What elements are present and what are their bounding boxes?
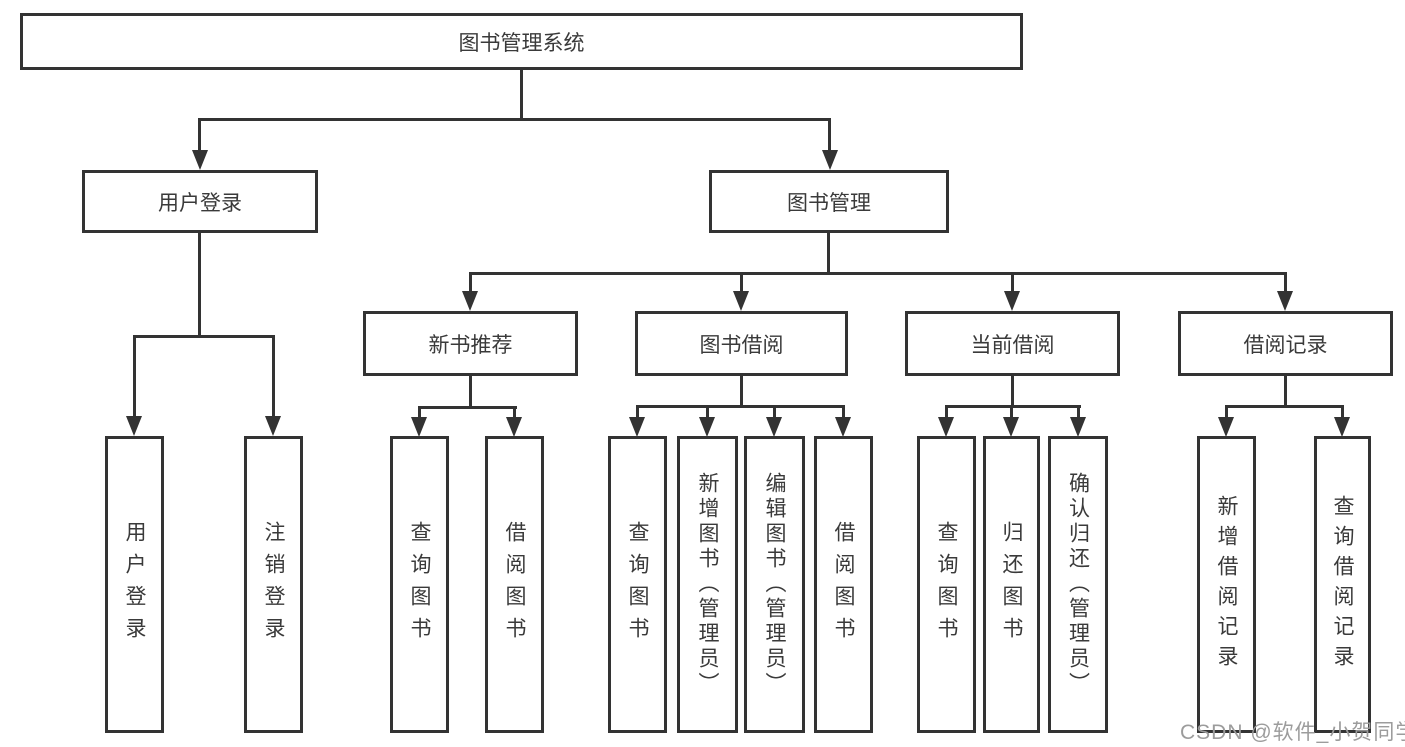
node-borrowing-records: 借阅记录 <box>1178 311 1393 376</box>
connector-line <box>1225 405 1344 408</box>
arrow-down-icon <box>1070 417 1086 437</box>
node-book-management: 图书管理 <box>709 170 949 233</box>
arrow-down-icon <box>629 417 645 437</box>
leaf-borrow-books-recommend: 借阅图书 <box>485 436 544 733</box>
leaf-search-books-borrow-label: 查询图书 <box>626 520 649 649</box>
connector-line <box>740 376 743 405</box>
connector-line <box>773 405 776 419</box>
arrow-down-icon <box>733 291 749 311</box>
node-current-borrowing: 当前借阅 <box>905 311 1120 376</box>
connector-line <box>418 406 517 409</box>
connector-line <box>198 233 201 335</box>
node-new-book-recommend-label: 新书推荐 <box>428 333 513 357</box>
connector-line <box>1225 405 1228 419</box>
node-library-system: 图书管理系统 <box>20 13 1023 70</box>
leaf-return-book: 归还图书 <box>983 436 1040 733</box>
connector-line <box>945 405 948 419</box>
node-user-login: 用户登录 <box>82 170 318 233</box>
leaf-search-books-recommend: 查询图书 <box>390 436 449 733</box>
leaf-edit-book-admin-label: 编辑图书（管理员） <box>763 472 786 697</box>
arrow-down-icon <box>1004 291 1020 311</box>
arrow-down-icon <box>192 150 208 170</box>
arrow-down-icon <box>462 291 478 311</box>
arrow-down-icon <box>766 417 782 437</box>
connector-line <box>636 405 845 408</box>
arrow-down-icon <box>835 417 851 437</box>
connector-line <box>418 406 421 420</box>
connector-line <box>198 118 831 121</box>
leaf-logout-label: 注销登录 <box>262 520 285 649</box>
arrow-down-icon <box>1277 291 1293 311</box>
connector-line <box>272 335 275 418</box>
connector-line <box>133 335 275 338</box>
node-current-borrowing-label: 当前借阅 <box>970 333 1055 357</box>
connector-line <box>1077 405 1080 419</box>
connector-line <box>706 405 709 419</box>
connector-line <box>133 335 136 418</box>
leaf-borrow-books-recommend-label: 借阅图书 <box>503 520 526 649</box>
node-book-management-label: 图书管理 <box>787 191 871 215</box>
node-new-book-recommend: 新书推荐 <box>363 311 578 376</box>
leaf-logout: 注销登录 <box>244 436 303 733</box>
connector-line <box>520 70 523 118</box>
connector-line <box>513 406 516 420</box>
arrow-down-icon <box>1334 417 1350 437</box>
connector-line <box>469 272 472 293</box>
node-library-system-label: 图书管理系统 <box>458 31 585 55</box>
connector-line <box>1010 405 1013 419</box>
arrow-down-icon <box>822 150 838 170</box>
arrow-down-icon <box>938 417 954 437</box>
arrow-down-icon <box>1003 417 1019 437</box>
connector-line <box>945 405 1081 408</box>
leaf-add-borrow-record: 新增借阅记录 <box>1197 436 1256 733</box>
connector-line <box>198 118 201 152</box>
leaf-borrow-books-label: 借阅图书 <box>832 520 855 649</box>
connector-line <box>1011 272 1014 293</box>
leaf-query-borrow-record-label: 查询借阅记录 <box>1331 494 1354 675</box>
connector-line <box>828 118 831 152</box>
arrow-down-icon <box>699 417 715 437</box>
connector-line <box>1011 376 1014 405</box>
leaf-return-book-label: 归还图书 <box>1000 520 1023 649</box>
arrow-down-icon <box>265 416 281 436</box>
leaf-add-book-admin-label: 新增图书（管理员） <box>696 472 719 697</box>
connector-line <box>469 272 1287 275</box>
leaf-confirm-return-admin: 确认归还（管理员） <box>1048 436 1108 733</box>
node-user-login-label: 用户登录 <box>158 191 242 215</box>
leaf-search-books-current-label: 查询图书 <box>935 520 958 649</box>
arrow-down-icon <box>126 416 142 436</box>
connector-line <box>1284 376 1287 405</box>
leaf-search-books-recommend-label: 查询图书 <box>408 520 431 649</box>
leaf-query-borrow-record: 查询借阅记录 <box>1314 436 1371 733</box>
node-book-borrowing-label: 图书借阅 <box>699 333 784 357</box>
connector-line <box>469 376 472 406</box>
connector-line <box>740 272 743 293</box>
leaf-user-login-label: 用户登录 <box>123 520 146 649</box>
connector-line <box>636 405 639 419</box>
connector-line <box>1341 405 1344 419</box>
leaf-edit-book-admin: 编辑图书（管理员） <box>744 436 805 733</box>
connector-line <box>827 233 830 272</box>
leaf-search-books-borrow: 查询图书 <box>608 436 667 733</box>
leaf-add-book-admin: 新增图书（管理员） <box>677 436 738 733</box>
leaf-add-borrow-record-label: 新增借阅记录 <box>1215 494 1238 675</box>
arrow-down-icon <box>1218 417 1234 437</box>
arrow-down-icon <box>411 417 427 437</box>
connector-line <box>1284 272 1287 293</box>
node-borrowing-records-label: 借阅记录 <box>1243 333 1328 357</box>
leaf-confirm-return-admin-label: 确认归还（管理员） <box>1066 472 1090 697</box>
node-book-borrowing: 图书借阅 <box>635 311 848 376</box>
leaf-borrow-books: 借阅图书 <box>814 436 873 733</box>
watermark: CSDN @软件_小贺同学 <box>1180 721 1405 744</box>
connector-line <box>842 405 845 419</box>
leaf-search-books-current: 查询图书 <box>917 436 976 733</box>
arrow-down-icon <box>506 417 522 437</box>
leaf-user-login: 用户登录 <box>105 436 164 733</box>
